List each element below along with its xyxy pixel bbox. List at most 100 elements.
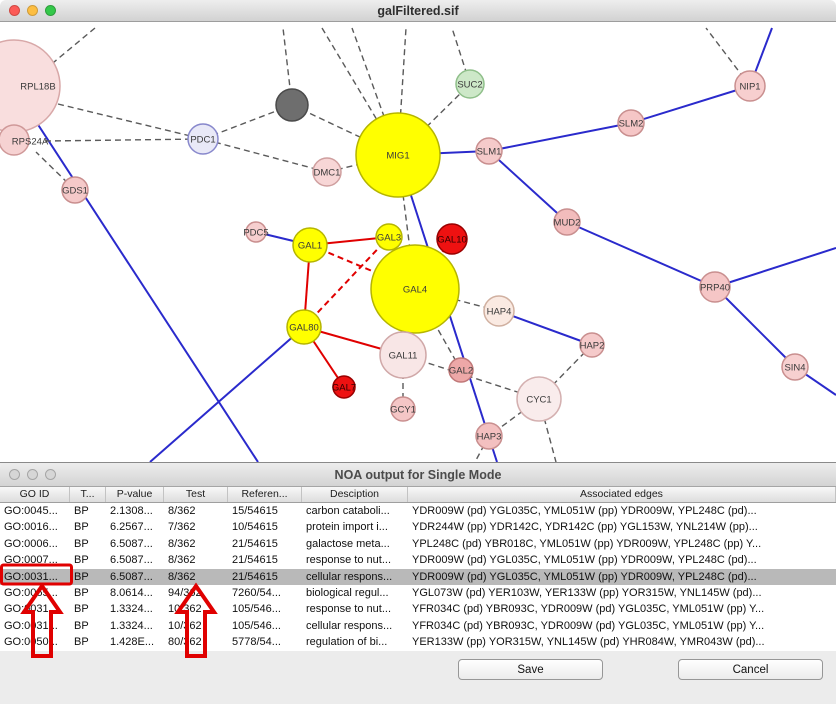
table-cell: 2.1308... — [110, 505, 153, 517]
node-hap4[interactable]: HAP4 — [483, 295, 515, 327]
table-cell: 21/54615 — [232, 570, 278, 583]
table-cell: YFR034C (pd) YBR093C, YDR009W (pd) YGL03… — [412, 619, 765, 632]
node-hap3[interactable]: HAP3 — [475, 422, 503, 450]
column-header[interactable]: Desciption — [302, 487, 408, 502]
table-cell: BP — [74, 521, 89, 534]
cancel-button[interactable]: Cancel — [678, 659, 823, 680]
close-button[interactable] — [9, 5, 20, 16]
node-rps24a[interactable]: RPS24A — [0, 124, 49, 156]
table-cell: 7260/54... — [232, 586, 281, 599]
node-mig1[interactable]: MIG1 — [355, 112, 441, 198]
table-cell: GO:0006... — [4, 537, 58, 550]
node-nip1[interactable]: NIP1 — [734, 70, 766, 102]
node-gal3[interactable]: GAL3 — [375, 223, 403, 251]
node-suc2[interactable]: SUC2 — [455, 69, 485, 99]
node-gal7[interactable]: GAL7 — [332, 375, 356, 399]
node-label: HAP4 — [487, 307, 512, 318]
column-header[interactable]: Associated edges — [408, 487, 836, 502]
table-cell: response to nut... — [306, 603, 391, 616]
node-label: GAL11 — [389, 351, 418, 362]
noa-window-titlebar[interactable]: NOA output for Single Mode — [0, 463, 836, 487]
network-edge — [57, 103, 204, 140]
minimize-button[interactable] — [27, 5, 38, 16]
close-button-inactive[interactable] — [9, 469, 20, 480]
node-slm2[interactable]: SLM2 — [617, 109, 645, 137]
column-header[interactable]: P-value — [106, 487, 164, 502]
node-gal10[interactable]: GAL10 — [436, 223, 468, 255]
network-edge — [35, 151, 76, 191]
node-cyc1[interactable]: CYC1 — [516, 376, 562, 422]
node-label: PDC1 — [190, 135, 215, 146]
table-cell: biological regul... — [306, 586, 389, 599]
node-sin4[interactable]: SIN4 — [781, 353, 809, 381]
node-gcy1[interactable]: GCY1 — [390, 396, 416, 422]
table-cell: 1.428E... — [110, 636, 155, 649]
table-cell: YFR034C (pd) YBR093C, YDR009W (pd) YGL03… — [412, 603, 765, 616]
node-gds1[interactable]: GDS1 — [61, 176, 89, 204]
node-label: GAL80 — [289, 323, 319, 334]
table-cell: 6.5087... — [110, 537, 153, 550]
table-cell: 21/54615 — [232, 554, 278, 567]
node-unlabeled[interactable] — [275, 88, 309, 122]
table-cell: 6.5087... — [110, 554, 153, 567]
node-hap2[interactable]: HAP2 — [579, 332, 605, 358]
table-cell: 8.0614... — [110, 586, 153, 599]
node-dmc1[interactable]: DMC1 — [312, 157, 342, 187]
table-cell: 10/362 — [168, 619, 202, 632]
minimize-button-inactive[interactable] — [27, 469, 38, 480]
table-cell: 94/362 — [168, 586, 202, 599]
table-cell: 10/362 — [168, 603, 202, 616]
node-gal4[interactable]: GAL4 — [370, 244, 460, 334]
table-cell: GO:0045... — [4, 505, 58, 517]
column-header[interactable]: Referen... — [228, 487, 302, 502]
node-slm1[interactable]: SLM1 — [475, 137, 503, 165]
node-mud2[interactable]: MUD2 — [553, 208, 581, 236]
save-button[interactable]: Save — [458, 659, 603, 680]
network-edge — [202, 104, 293, 140]
node-gal2[interactable]: GAL2 — [448, 357, 474, 383]
zoom-button-inactive[interactable] — [45, 469, 56, 480]
zoom-button[interactable] — [45, 5, 56, 16]
network-edge — [202, 138, 328, 173]
table-cell: response to nut... — [306, 554, 391, 567]
node-label: HAP2 — [580, 341, 605, 352]
column-header[interactable]: GO ID — [0, 487, 70, 502]
network-edge — [19, 96, 259, 462]
network-window-titlebar[interactable]: galFiltered.sif — [0, 0, 836, 22]
node-label: GDS1 — [62, 186, 88, 197]
node-rpl18b[interactable]: RPL18B — [0, 39, 61, 133]
table-cell: 1.3324... — [110, 603, 153, 616]
network-edge — [397, 83, 471, 156]
node-gal80[interactable]: GAL80 — [286, 309, 322, 345]
table-cell: 8/362 — [168, 554, 196, 567]
node-pdc5[interactable]: PDC5 — [243, 221, 269, 243]
node-label: SLM2 — [619, 119, 644, 130]
node-label: DMC1 — [314, 168, 341, 179]
node-pdc1[interactable]: PDC1 — [187, 123, 219, 155]
node-label: HAP3 — [477, 432, 502, 443]
table-cell: GO:0050... — [4, 636, 58, 649]
node-gal11[interactable]: GAL11 — [379, 331, 427, 379]
column-header[interactable]: Test — [164, 487, 228, 502]
network-edge — [714, 286, 796, 368]
node-gal1[interactable]: GAL1 — [292, 227, 328, 263]
node-prp40[interactable]: PRP40 — [699, 271, 731, 303]
table-cell: YDR244W (pp) YDR142C, YDR142C (pp) YGL15… — [412, 521, 758, 534]
table-cell: GO:0065... — [4, 586, 58, 599]
table-cell: 8/362 — [168, 537, 196, 550]
column-header[interactable]: T... — [70, 487, 106, 502]
